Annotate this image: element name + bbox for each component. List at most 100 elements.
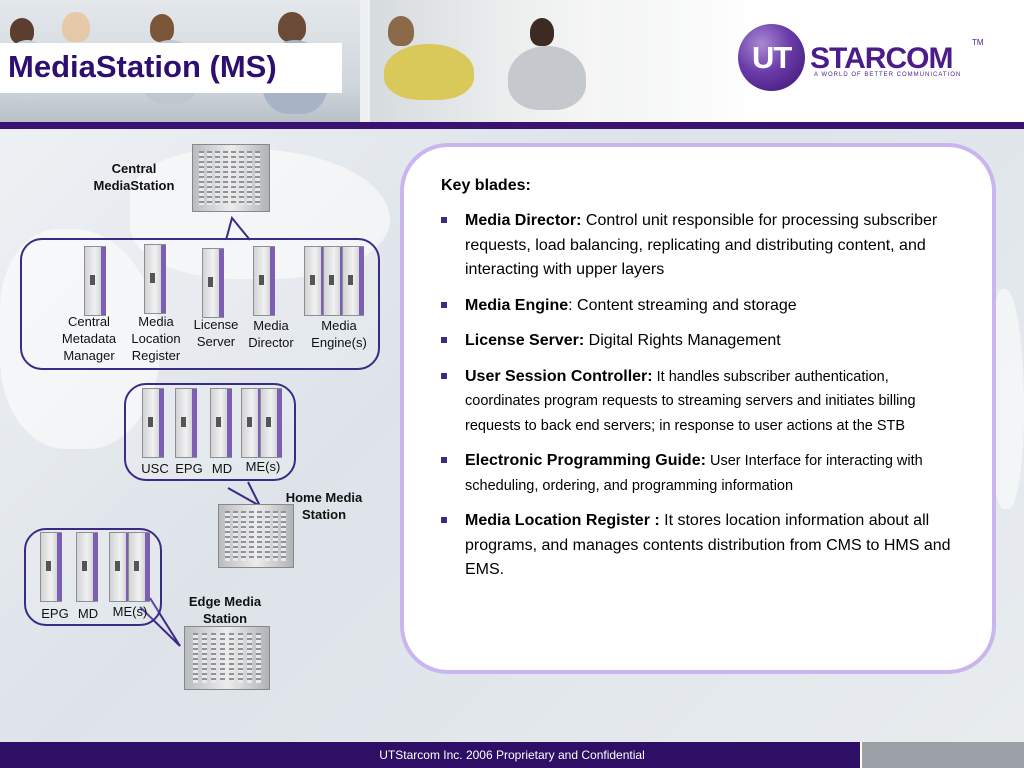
blade-latch [148, 417, 153, 427]
footer-gray-block [862, 742, 1024, 768]
rack-slot [220, 633, 225, 683]
item-term: Media Director: [465, 212, 582, 229]
blade-latch [216, 417, 221, 427]
blade-latch [348, 275, 353, 285]
person-figure [384, 44, 474, 100]
person-figure [62, 12, 90, 42]
list-item: Media Director: Control unit responsible… [441, 209, 961, 283]
rack-slot [229, 633, 234, 683]
person-figure [150, 14, 174, 42]
blade-latch [150, 273, 155, 283]
item-text: Control unit responsible for processing … [465, 212, 938, 278]
bullet-square-icon [441, 457, 447, 463]
rack-slot [281, 511, 286, 561]
rack-slot [257, 511, 262, 561]
key-blades-heading: Key blades: [441, 177, 531, 194]
rack-slot [247, 151, 252, 205]
blade-md [76, 532, 98, 602]
item-term: Media Engine [465, 296, 569, 314]
person-figure [530, 18, 554, 46]
label-media-engines: Media Engine(s) [311, 318, 367, 350]
rack-slot [202, 633, 207, 683]
list-item: License Server: Digital Rights Managemen… [441, 329, 961, 354]
blade-latch [82, 561, 87, 571]
logo-ut: UT [752, 40, 792, 75]
blade-latch [134, 561, 139, 571]
item-text: It handles subscriber authentication, co… [465, 368, 916, 434]
rack-slot [211, 633, 216, 683]
label-usc: USC [141, 461, 169, 476]
label-media-director: Media Director [248, 318, 294, 350]
bullet-square-icon [441, 337, 447, 343]
blade-license-server [202, 248, 224, 318]
blade-me [128, 532, 150, 602]
item-text: It stores location information about all… [465, 512, 951, 578]
label-epg: EPG [175, 461, 203, 476]
item-text: User Interface for interacting with sche… [465, 453, 923, 494]
rack-slot [223, 151, 228, 205]
banner-photo-right [370, 0, 600, 122]
list-item: Media Location Register : It stores loca… [441, 509, 961, 583]
logo-tagline: A WORLD OF BETTER COMMUNICATION [814, 72, 962, 78]
key-blades-panel: Key blades: Media Director: Control unit… [400, 143, 996, 674]
item-term: User Session Controller: [465, 367, 653, 385]
blade-media-location-register [144, 244, 166, 314]
edge-media-station-rack [184, 626, 270, 690]
central-mediastation-label: Central MediaStation [93, 161, 175, 193]
item-text: Digital Rights Management [584, 332, 781, 349]
blade-usc [142, 388, 164, 458]
label-central-metadata-manager: Central Metadata Manager [61, 314, 117, 363]
blade-latch [259, 275, 264, 285]
bullet-square-icon [441, 517, 447, 523]
blade-latch [90, 275, 95, 285]
person-figure [10, 18, 34, 44]
blade-latch [115, 561, 120, 571]
list-item: User Session Controller: It handles subs… [441, 365, 961, 439]
logo-sphere-icon [738, 24, 805, 91]
blade-latch [310, 275, 315, 285]
person-figure [388, 16, 414, 46]
blade-latch [247, 417, 252, 427]
label-me: ME(s) [245, 459, 281, 474]
footer-bar [0, 742, 860, 768]
home-media-station-label: Home Media Station [285, 490, 363, 522]
header-banner: MediaStation (MS) UT STARCOM TM A WORLD … [0, 0, 1024, 122]
person-figure [278, 12, 306, 42]
rack-slot [256, 633, 261, 683]
blade-epg [175, 388, 197, 458]
blade-central-metadata-manager [84, 246, 106, 316]
home-media-station-rack [218, 504, 294, 568]
map-continent [0, 229, 160, 449]
label-md: MD [77, 606, 99, 621]
rack-slot [247, 633, 252, 683]
blade-md [210, 388, 232, 458]
blade-media-director [253, 246, 275, 316]
utstarcom-logo: UT STARCOM TM A WORLD OF BETTER COMMUNIC… [738, 24, 988, 92]
rack-slot [249, 511, 254, 561]
title-box: MediaStation (MS) [0, 43, 342, 93]
central-mediastation-rack [192, 144, 270, 212]
rack-slot [265, 511, 270, 561]
rack-slot [238, 633, 243, 683]
rack-slot [241, 511, 246, 561]
item-term: Media Location Register : [465, 512, 660, 529]
logo-trademark: TM [972, 38, 984, 47]
blade-media-engine [342, 246, 364, 316]
bullet-square-icon [441, 372, 447, 379]
label-me: ME(s) [112, 604, 148, 619]
list-item: Electronic Programming Guide: User Inter… [441, 449, 961, 498]
rack-slot [239, 151, 244, 205]
blade-latch [329, 275, 334, 285]
label-epg: EPG [41, 606, 69, 621]
page-title: MediaStation (MS) [8, 49, 277, 84]
key-blades-list: Media Director: Control unit responsible… [441, 209, 961, 594]
logo-wordmark: STARCOM [810, 42, 953, 75]
rack-slot [193, 633, 198, 683]
blade-latch [181, 417, 186, 427]
list-item: Media Engine: Content streaming and stor… [441, 294, 961, 319]
blade-latch [208, 277, 213, 287]
label-license-server: License Server [193, 317, 239, 349]
rack-slot [215, 151, 220, 205]
footer-text: UTStarcom Inc. 2006 Proprietary and Conf… [379, 748, 645, 762]
item-term: License Server: [465, 332, 585, 349]
